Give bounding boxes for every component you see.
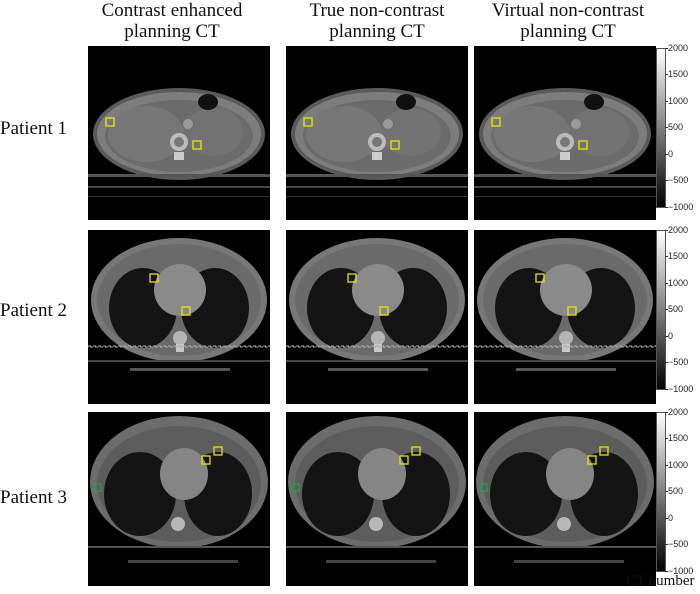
tick-minus-500: −500: [664, 357, 689, 367]
colorbar-label: CT number: [626, 573, 695, 589]
ct-panel-patient-3-virtual-non-contrast: [474, 412, 656, 586]
tick-1000: 1000: [664, 278, 689, 288]
tick-500: 500: [664, 122, 684, 132]
tick-minus-500: −500: [664, 175, 689, 185]
ct-slice-image: [474, 46, 656, 220]
column-title-true-non-contrast: True non-contrast planning CT: [309, 0, 445, 42]
column-title-contrast-enhanced: Contrast enhanced planning CT: [101, 0, 243, 42]
ct-slice-image: [88, 230, 270, 404]
ct-panel-patient-1-virtual-non-contrast: [474, 46, 656, 220]
tick-minus-1000: −1000: [664, 566, 694, 576]
colorbar-gradient: [656, 48, 666, 208]
tick-0: 0: [664, 331, 674, 341]
ct-slice-image: [286, 46, 468, 220]
ct-slice-image: [286, 412, 468, 586]
tick-500: 500: [664, 304, 684, 314]
ct-panel-patient-2-contrast-enhanced: [88, 230, 270, 404]
tick-2000: 2000: [664, 43, 689, 53]
tick-2000: 2000: [664, 407, 689, 417]
tick-minus-1000: −1000: [664, 384, 694, 394]
ct-slice-image: [286, 230, 468, 404]
tick-2000: 2000: [664, 225, 689, 235]
tick-0: 0: [664, 149, 674, 159]
ct-slice-image: [474, 230, 656, 404]
tick-minus-500: −500: [664, 539, 689, 549]
ct-slice-image: [88, 46, 270, 220]
ct-panel-patient-2-true-non-contrast: [286, 230, 468, 404]
ct-panel-patient-3-true-non-contrast: [286, 412, 468, 586]
colorbar-gradient: [656, 230, 666, 390]
tick-minus-1000: −1000: [664, 202, 694, 212]
row-label-patient-1: Patient 1: [0, 118, 68, 139]
tick-1000: 1000: [664, 460, 689, 470]
ct-panel-patient-1-true-non-contrast: [286, 46, 468, 220]
tick-500: 500: [664, 486, 684, 496]
colorbar-gradient: [656, 412, 666, 572]
tick-1000: 1000: [664, 96, 689, 106]
ct-panel-patient-2-virtual-non-contrast: [474, 230, 656, 404]
tick-1500: 1500: [664, 251, 689, 261]
tick-1500: 1500: [664, 433, 689, 443]
ct-panel-patient-1-contrast-enhanced: [88, 46, 270, 220]
row-label-patient-2: Patient 2: [0, 300, 68, 321]
tick-1500: 1500: [664, 69, 689, 79]
ct-slice-image: [88, 412, 270, 586]
tick-0: 0: [664, 513, 674, 523]
column-title-virtual-non-contrast: Virtual non-contrast planning CT: [491, 0, 645, 42]
ct-panel-patient-3-contrast-enhanced: [88, 412, 270, 586]
ct-slice-image: [474, 412, 656, 586]
row-label-patient-3: Patient 3: [0, 487, 68, 508]
